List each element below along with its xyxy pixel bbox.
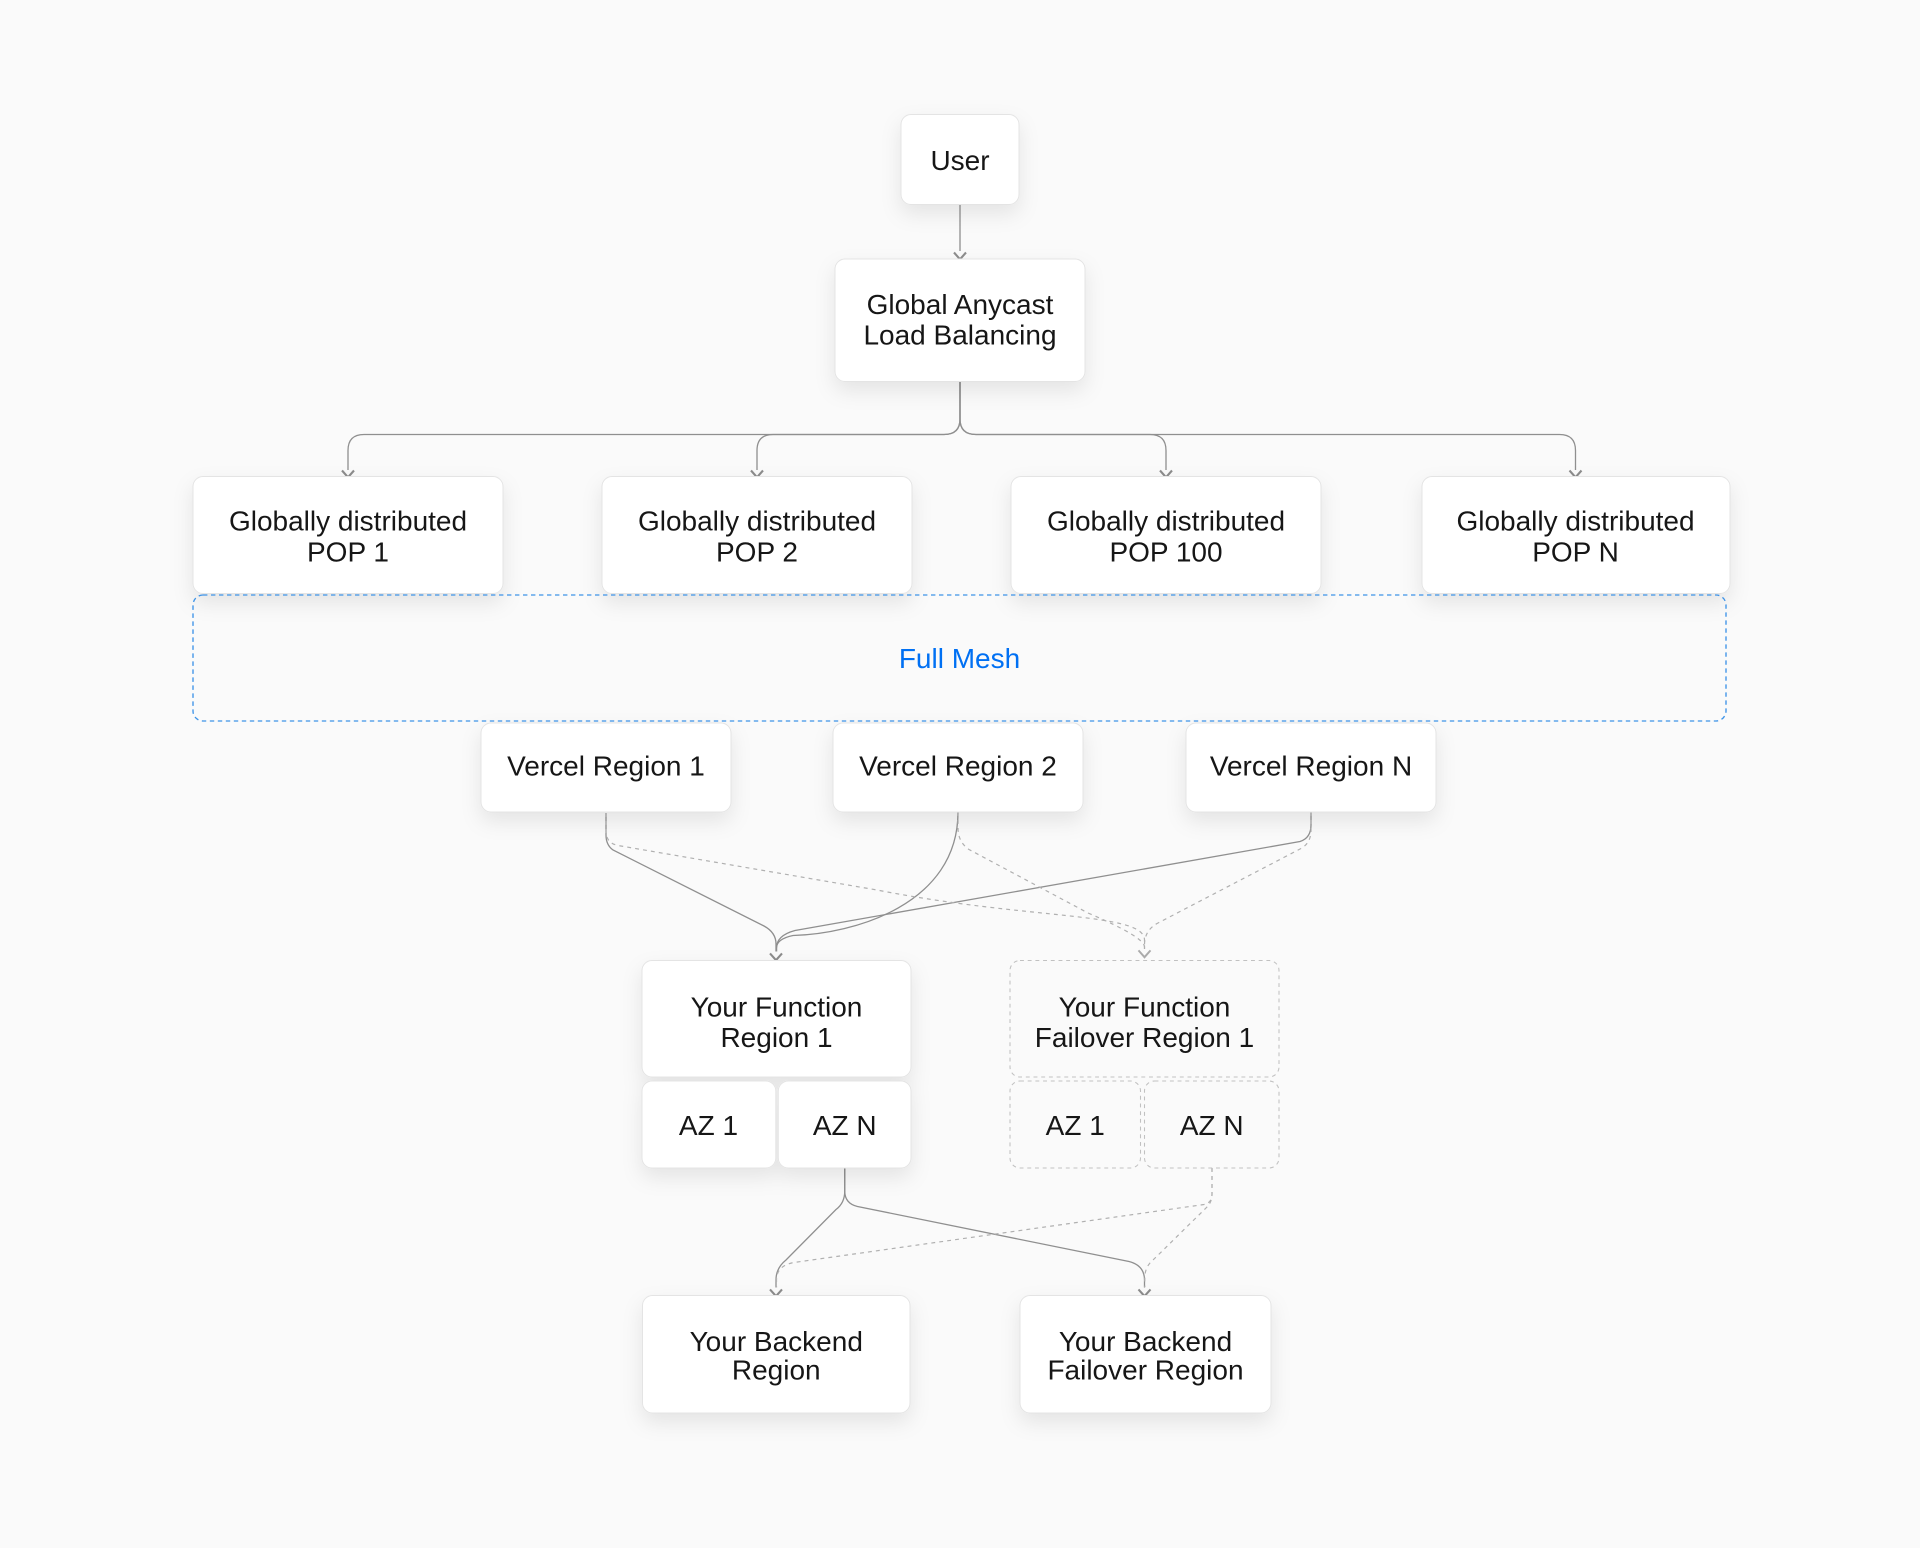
svg-text:AZ 1: AZ 1 — [679, 1110, 738, 1141]
svg-text:Vercel Region 2: Vercel Region 2 — [859, 751, 1057, 782]
svg-text:Failover Region: Failover Region — [1047, 1355, 1243, 1386]
svg-text:Full Mesh: Full Mesh — [899, 643, 1020, 674]
svg-text:Your Backend: Your Backend — [1059, 1326, 1232, 1357]
svg-text:POP 2: POP 2 — [716, 537, 798, 568]
svg-text:POP 100: POP 100 — [1109, 537, 1222, 568]
svg-text:Your Backend: Your Backend — [690, 1326, 863, 1357]
svg-text:Failover Region 1: Failover Region 1 — [1035, 1022, 1254, 1053]
svg-text:POP N: POP N — [1532, 537, 1619, 568]
svg-text:AZ N: AZ N — [1180, 1110, 1244, 1141]
svg-text:Globally distributed: Globally distributed — [1456, 506, 1694, 537]
svg-text:AZ 1: AZ 1 — [1046, 1110, 1105, 1141]
svg-text:Vercel Region 1: Vercel Region 1 — [507, 751, 705, 782]
svg-text:Globally distributed: Globally distributed — [1047, 506, 1285, 537]
svg-text:Your Function: Your Function — [691, 992, 863, 1023]
svg-text:Load Balancing: Load Balancing — [863, 320, 1056, 351]
svg-text:Vercel Region N: Vercel Region N — [1210, 751, 1412, 782]
svg-text:User: User — [930, 145, 989, 176]
svg-text:Globally distributed: Globally distributed — [229, 506, 467, 537]
svg-text:Region: Region — [732, 1355, 821, 1386]
svg-text:POP 1: POP 1 — [307, 537, 389, 568]
svg-text:Global Anycast: Global Anycast — [867, 289, 1054, 320]
svg-text:Your Function: Your Function — [1059, 992, 1231, 1023]
svg-text:Globally distributed: Globally distributed — [638, 506, 876, 537]
svg-text:Region 1: Region 1 — [720, 1022, 832, 1053]
svg-text:AZ N: AZ N — [813, 1110, 877, 1141]
